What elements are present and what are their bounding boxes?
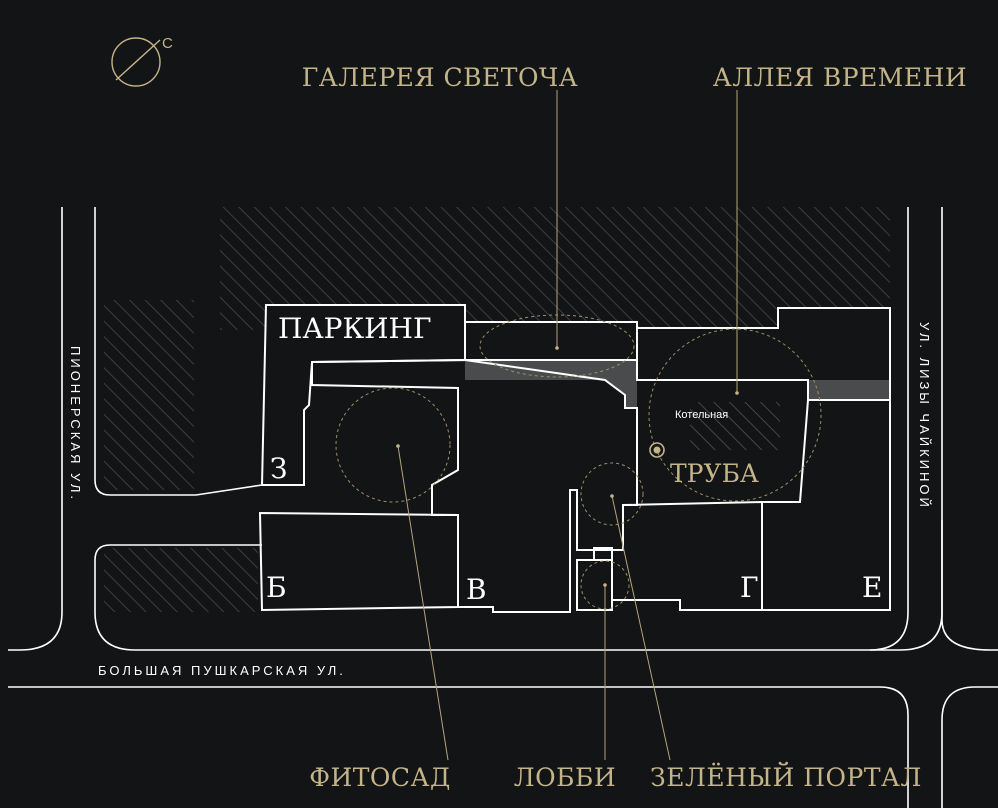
leader-fitosad-dot xyxy=(396,444,400,448)
callout-lobby: ЛОББИ xyxy=(514,763,616,792)
compass-needle-icon xyxy=(115,39,161,81)
block-label-parking: ПАРКИНГ xyxy=(278,312,432,345)
callout-alley: АЛЛЕЯ ВРЕМЕНИ xyxy=(713,63,967,92)
roads xyxy=(8,207,998,808)
poi-pipe-label: ТРУБА xyxy=(670,459,759,488)
callout-fitosad: ФИТОСАД xyxy=(309,763,451,792)
road-liza-east-edge xyxy=(941,207,998,651)
zone-fitosad-circle xyxy=(335,387,451,503)
street-label-pushkarskaya: БОЛЬШАЯ ПУШКАРСКАЯ УЛ. xyxy=(98,663,346,678)
block-label-e: Е xyxy=(862,571,882,604)
block-label-b: Б xyxy=(266,571,287,604)
poi-pipe-marker-dot-icon xyxy=(653,446,661,454)
road-inner-south xyxy=(94,520,943,651)
building-lobby-stub xyxy=(593,547,613,561)
compass-circle-icon xyxy=(111,37,161,87)
compass: С xyxy=(111,35,173,87)
zone-alley-circle xyxy=(648,328,822,502)
leader-alley-dot xyxy=(735,391,739,395)
hatched-areas xyxy=(104,207,890,612)
building-b xyxy=(258,511,459,612)
leader-gallery-dot xyxy=(555,346,559,350)
buildings xyxy=(258,304,891,613)
hatched-area-southwest xyxy=(104,548,258,612)
callout-gallery: ГАЛЕРЕЯ СВЕТОЧА xyxy=(302,63,578,92)
hatched-area-north xyxy=(220,207,890,330)
road-pionerskaya-west-edge xyxy=(8,207,63,651)
block-label-g: Г xyxy=(740,571,759,604)
hatched-area-west xyxy=(104,300,194,490)
leader-lobby-dot xyxy=(603,583,607,587)
road-pionerskaya-east-edge xyxy=(94,207,263,496)
hatched-area-boiler xyxy=(690,402,780,450)
poi-pipe-marker-icon xyxy=(649,442,665,458)
building-v-courtyard xyxy=(311,358,638,613)
zone-portal-circle xyxy=(580,462,644,526)
building-east-wing xyxy=(636,307,891,401)
leader-fitosad xyxy=(397,445,449,761)
leader-portal xyxy=(611,495,671,761)
road-pushkarskaya-south-edge xyxy=(941,686,998,808)
compass-north-label: С xyxy=(162,35,173,52)
leader-lines xyxy=(396,90,739,761)
passages xyxy=(465,360,890,408)
street-label-pionerskaya: ПИОНЕРСКАЯ УЛ. xyxy=(68,346,83,502)
leader-portal-dot xyxy=(610,494,614,498)
callout-portal: ЗЕЛЁНЫЙ ПОРТАЛ xyxy=(650,762,922,792)
road-pushkarskaya-north-edge xyxy=(8,686,909,808)
road-liza-west-edge xyxy=(869,207,909,651)
passage-gallery xyxy=(465,360,637,408)
block-label-v: В xyxy=(466,573,487,606)
passage-alley xyxy=(808,380,890,400)
block-label-z: З xyxy=(270,452,287,485)
poi-boiler-label: Котельная xyxy=(675,409,728,421)
building-north-gallery xyxy=(464,321,638,361)
street-label-liza: УЛ. ЛИЗЫ ЧАЙКИНОЙ xyxy=(917,322,932,510)
